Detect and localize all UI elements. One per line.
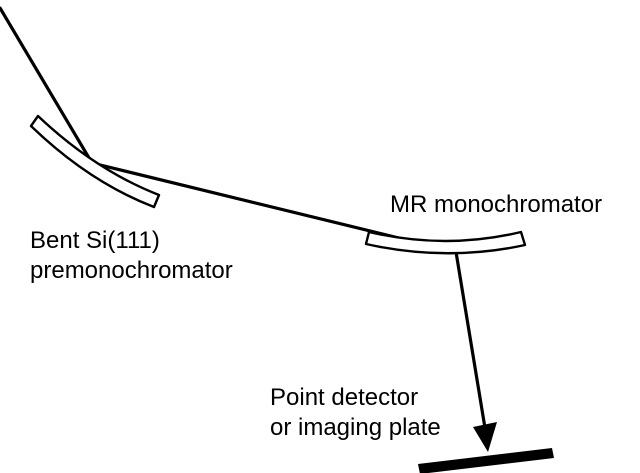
premonochromator-label: Bent Si(111) premonochromator (30, 226, 233, 286)
mr-monochromator-label: MR monochromator (390, 190, 602, 220)
premonochromator-label-line2: premonochromator (30, 257, 233, 284)
detector-plate (418, 448, 554, 473)
beam-arrow-head (473, 422, 497, 452)
bent-si-premonochromator-crystal (29, 114, 161, 209)
mr-monochromator-crystal (364, 230, 527, 255)
detector-label-line2: or imaging plate (270, 414, 441, 441)
detector-label-line1: Point detector (270, 384, 419, 411)
incident-beam (0, 6, 94, 165)
beam-mr-to-detector (454, 250, 487, 430)
mr-monochromator-label-text: MR monochromator (390, 191, 603, 218)
detector-label: Point detector or imaging plate (270, 383, 441, 443)
premonochromator-label-line1: Bent Si(111) (30, 227, 160, 254)
